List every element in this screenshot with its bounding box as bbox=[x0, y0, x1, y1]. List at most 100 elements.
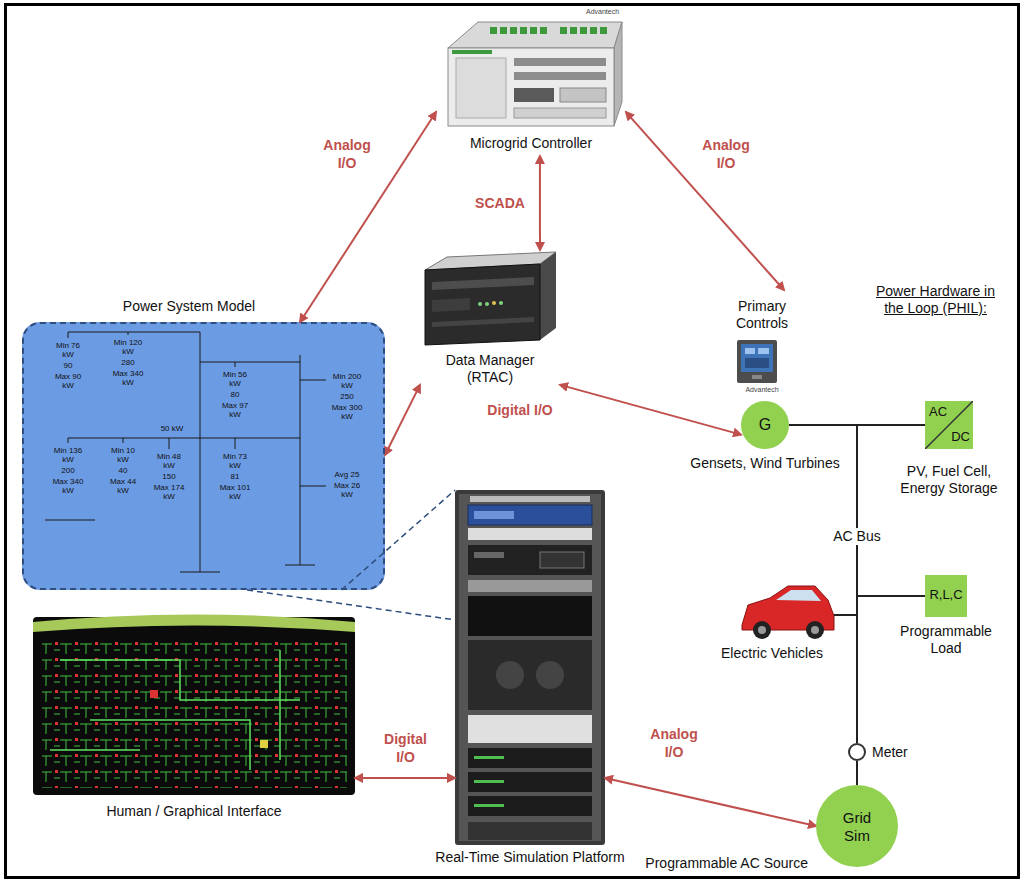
grid-source-circle: Grid SimProgrammable AC Source bbox=[816, 785, 898, 867]
controller-illustration-part bbox=[530, 27, 537, 34]
zoom-line bbox=[247, 590, 455, 620]
rack-illustration-part bbox=[470, 496, 590, 502]
rack-illustration-part bbox=[474, 780, 504, 783]
model-panel: Power System Model bbox=[22, 322, 385, 590]
device-caption: Human / Graphical Interface bbox=[33, 803, 355, 820]
io-label: Analog I/O bbox=[318, 137, 376, 172]
brand-text: Advantech bbox=[742, 386, 782, 394]
schematic-panel-part bbox=[45, 332, 326, 572]
controller-illustration-part bbox=[448, 22, 622, 48]
data-manager-illustration-part bbox=[432, 277, 534, 290]
controller-illustration-part bbox=[560, 88, 606, 102]
converter-side: DC bbox=[949, 429, 970, 445]
rating-value: Max 300 kW bbox=[330, 403, 364, 421]
diagonal-line bbox=[925, 401, 973, 449]
controller-illustration-part bbox=[520, 27, 527, 34]
rack-illustration-part bbox=[496, 661, 524, 689]
data-manager-unit: Data Manager (RTAC) bbox=[420, 250, 560, 392]
controller-illustration-part bbox=[514, 88, 554, 102]
device-caption: Primary Controls bbox=[722, 298, 802, 332]
rack-illustration-part bbox=[468, 796, 592, 816]
primary-controls-screen-part bbox=[758, 348, 769, 354]
rating-value: Min 200 kW bbox=[330, 372, 364, 390]
rating-value: 200 bbox=[51, 466, 85, 475]
car-illustration-part bbox=[758, 626, 766, 634]
rating-value: 280 bbox=[111, 358, 145, 367]
power-wire bbox=[789, 424, 925, 426]
io-arrow bbox=[626, 112, 784, 290]
rating-value: Max 97 kW bbox=[218, 401, 252, 419]
rating-value: 40 bbox=[106, 466, 140, 475]
schematic-panel bbox=[22, 322, 385, 590]
controller-illustration-part bbox=[600, 27, 607, 34]
io-arrow bbox=[385, 385, 420, 455]
meter-circle: Meter bbox=[848, 743, 866, 761]
rack-illustration-part bbox=[468, 545, 592, 575]
io-arrow bbox=[605, 778, 816, 826]
rack-illustration-part bbox=[455, 490, 605, 845]
io-label: SCADA bbox=[470, 195, 530, 213]
car-illustration-part bbox=[806, 621, 824, 639]
primary-controls-screen-part bbox=[745, 358, 769, 368]
primary-controls-screen-part bbox=[737, 340, 777, 383]
io-label: Analog I/O bbox=[645, 726, 703, 761]
io-label: Digital I/O bbox=[378, 731, 433, 766]
controller-illustration-part bbox=[540, 27, 547, 34]
rack-illustration-part bbox=[468, 715, 592, 743]
bus-label: AC Bus bbox=[831, 528, 883, 545]
symbol-letter: G bbox=[741, 415, 789, 434]
converter-box: ACDCPV, Fuel Cell, Energy Storage bbox=[925, 401, 973, 449]
source-caption: PV, Fuel Cell, Energy Storage bbox=[894, 463, 1004, 497]
controller-illustration-part bbox=[560, 27, 567, 34]
vehicle-picture: Electric Vehicles bbox=[740, 585, 834, 640]
primary-controls-screen-part bbox=[745, 348, 755, 354]
rack-illustration-part bbox=[474, 756, 504, 759]
load-symbol: R,L,C bbox=[925, 587, 967, 603]
rating-value: 50 kW bbox=[155, 424, 189, 433]
rating-value: Max 340 kW bbox=[111, 369, 145, 387]
rating-value: Max 90 kW bbox=[51, 372, 85, 390]
hmi-illustration bbox=[33, 615, 355, 796]
car-illustration-part bbox=[776, 590, 821, 601]
rack-illustration-part bbox=[468, 772, 592, 792]
car-illustration-part bbox=[753, 621, 771, 639]
meter-caption: Meter bbox=[872, 744, 924, 761]
genset-circle: GGensets, Wind Turbines bbox=[741, 401, 789, 449]
io-arrow bbox=[355, 777, 455, 779]
load-box: R,L,CProgrammable Load bbox=[925, 575, 967, 617]
controller-illustration-part bbox=[590, 27, 597, 34]
connector-group bbox=[247, 112, 925, 826]
car-illustration bbox=[742, 586, 834, 639]
io-arrow bbox=[300, 112, 436, 322]
rack-illustration-part bbox=[468, 640, 592, 710]
controller-illustration-part bbox=[456, 58, 506, 118]
primary-controls-screen-part bbox=[752, 375, 762, 379]
rating-value: 150 bbox=[152, 472, 186, 481]
power-wire bbox=[856, 761, 858, 785]
controller-illustration bbox=[448, 22, 622, 126]
rack-illustration bbox=[455, 490, 605, 845]
rack-illustration-part bbox=[459, 494, 601, 841]
rating-value: 81 bbox=[218, 472, 252, 481]
data-manager-illustration-part bbox=[492, 301, 496, 305]
rating-value: Max 340 kW bbox=[51, 477, 85, 495]
zoom-line bbox=[341, 490, 455, 590]
controller-illustration-part bbox=[614, 22, 622, 126]
controller-illustration-part bbox=[580, 27, 587, 34]
controller-illustration-part bbox=[514, 58, 606, 66]
io-arrow bbox=[560, 385, 741, 435]
source-caption: Programmable AC Source bbox=[640, 855, 808, 872]
rating-value: 250 bbox=[330, 392, 364, 401]
load-caption: Electric Vehicles bbox=[707, 645, 837, 662]
rating-value: Min 76 kW bbox=[51, 341, 85, 359]
rating-value: Min 10 kW bbox=[106, 446, 140, 464]
rating-value: Max 101 kW bbox=[218, 483, 252, 501]
car-illustration-part bbox=[811, 626, 819, 634]
source-caption: Gensets, Wind Turbines bbox=[681, 455, 849, 472]
controller-illustration-part bbox=[500, 27, 507, 34]
io-arrow bbox=[539, 156, 541, 250]
